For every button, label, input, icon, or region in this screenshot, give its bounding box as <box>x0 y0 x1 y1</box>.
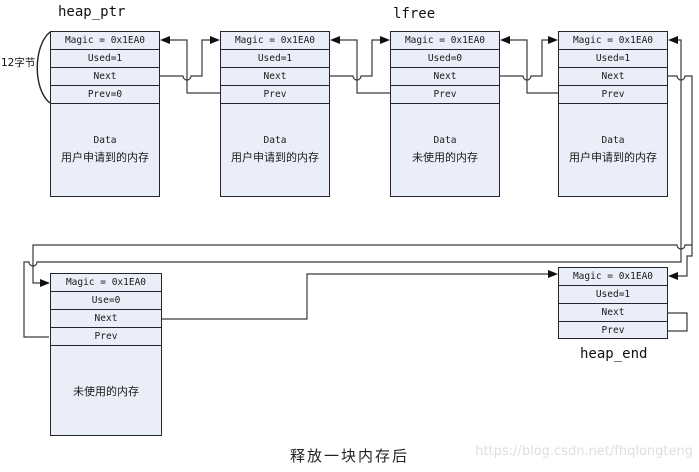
size-brace <box>36 31 51 104</box>
field-prev: Prev=0 <box>51 86 159 104</box>
field-used: Used=0 <box>391 50 499 68</box>
field-next: Next <box>51 68 159 86</box>
field-next: Next <box>51 310 161 328</box>
field-magic: Magic = 0x1EA0 <box>51 274 161 292</box>
heap-end-label: heap_end <box>580 346 648 362</box>
data-description: 用户申请到的内存 <box>231 151 319 164</box>
field-magic: Magic = 0x1EA0 <box>51 32 159 50</box>
wire-prev-block3-to-block2 <box>339 39 390 94</box>
wire-prev-block2-to-block1 <box>169 39 220 94</box>
field-magic: Magic = 0x1EA0 <box>221 32 329 50</box>
field-prev: Prev <box>221 86 329 104</box>
field-magic: Magic = 0x1EA0 <box>391 32 499 50</box>
arrowhead-into-heap-end-magic-left <box>548 270 558 278</box>
field-used: Used=1 <box>51 50 159 68</box>
lfree-label: lfree <box>393 6 436 22</box>
arrowhead-into-block1-magic <box>160 36 170 44</box>
data-area: Data 未使用的内存 <box>391 104 499 196</box>
heap-ptr-label: heap_ptr <box>58 4 126 20</box>
data-area: Data 用户申请到的内存 <box>221 104 329 196</box>
field-prev: Prev <box>391 86 499 104</box>
watermark-url: https://blog.csdn.net/fhqlongteng <box>475 444 693 459</box>
wire-into-heap-end-magic-right <box>677 245 693 277</box>
arrowhead-into-block2-magic <box>210 36 220 44</box>
arrowhead-into-heap-end-magic-right <box>668 272 678 280</box>
wire-prev-freed-block-to-block4 <box>23 39 682 338</box>
memory-block-freed: Magic = 0x1EA0 Use=0 Next Prev 未使用的内存 <box>50 273 162 436</box>
memory-block-1: Magic = 0x1EA0 Used=1 Next Prev=0 Data 用… <box>50 31 160 197</box>
data-label: Data <box>601 135 625 146</box>
memory-block-3-lfree: Magic = 0x1EA0 Used=0 Next Prev Data 未使用… <box>390 31 500 197</box>
wire-prev-block4-to-block3 <box>509 39 558 94</box>
field-magic: Magic = 0x1EA0 <box>559 268 667 286</box>
arrowhead-into-block3-magic <box>380 36 390 44</box>
wire-next-block1-to-block2 <box>160 39 211 81</box>
data-label: Data <box>263 135 287 146</box>
data-area: Data 用户申请到的内存 <box>51 104 159 196</box>
data-description: 用户申请到的内存 <box>569 151 657 164</box>
size-note-label: 12字节 <box>1 57 36 69</box>
data-area: 未使用的内存 <box>51 346 161 435</box>
field-used: Used=1 <box>559 50 667 68</box>
memory-block-heap-end: Magic = 0x1EA0 Used=1 Next Prev <box>558 267 668 339</box>
data-description: 未使用的内存 <box>73 384 139 398</box>
field-prev: Prev <box>51 328 161 346</box>
wire-heap-end-next-prev-bracket <box>668 312 688 332</box>
arrowhead-into-block4-magic-right <box>668 36 678 44</box>
field-used: Use=0 <box>51 292 161 310</box>
wire-next-block2-to-block3 <box>330 39 381 81</box>
arrowhead-into-freed-block-magic <box>40 279 50 287</box>
field-next: Next <box>559 304 667 322</box>
arrowhead-into-block4-magic <box>548 36 558 44</box>
data-label: Data <box>433 135 457 146</box>
field-prev: Prev <box>559 86 667 104</box>
field-next: Next <box>221 68 329 86</box>
wire-next-freed-block-to-heap-end <box>162 273 549 320</box>
field-prev: Prev <box>601 325 625 336</box>
memory-block-4: Magic = 0x1EA0 Used=1 Next Prev Data 用户申… <box>558 31 668 197</box>
data-description: 用户申请到的内存 <box>61 151 149 164</box>
memory-block-2: Magic = 0x1EA0 Used=1 Next Prev Data 用户申… <box>220 31 330 197</box>
field-magic: Magic = 0x1EA0 <box>559 32 667 50</box>
field-next: Next <box>559 68 667 86</box>
arrowhead-into-block2-magic-right <box>330 36 340 44</box>
figure-caption: 释放一块内存后 <box>290 447 410 465</box>
arrowhead-into-block3-magic-right <box>500 36 510 44</box>
wire-next-block4-to-freed-block <box>32 75 693 284</box>
data-area: Data 用户申请到的内存 <box>559 104 667 196</box>
field-next: Next <box>391 68 499 86</box>
data-description: 未使用的内存 <box>412 151 478 164</box>
field-used: Used=1 <box>221 50 329 68</box>
data-label: Data <box>93 135 117 146</box>
wire-next-block3-to-block4 <box>500 39 549 81</box>
field-used: Used=1 <box>559 286 667 304</box>
